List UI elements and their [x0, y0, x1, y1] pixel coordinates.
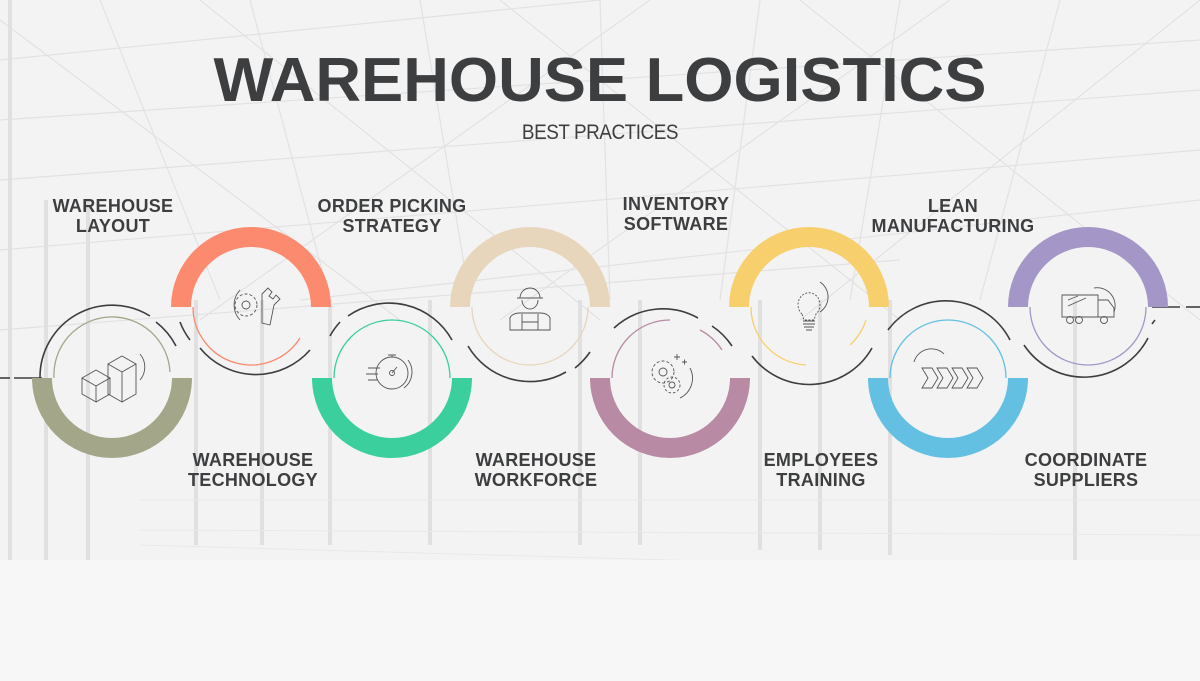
step-2-label: WAREHOUSE TECHNOLOGY — [187, 450, 318, 490]
step-7-label: LEAN MANUFACTURING — [871, 196, 1035, 236]
stopwatch-icon — [366, 354, 413, 390]
step-1-label: WAREHOUSE LAYOUT — [52, 196, 174, 236]
step-3-order-picking — [312, 302, 472, 458]
step-4-warehouse-workforce — [450, 227, 610, 383]
step-6-employees-training — [729, 227, 889, 386]
step-5-label: INVENTORY SOFTWARE — [622, 194, 730, 234]
step-2-warehouse-technology — [171, 227, 331, 376]
step-7-lean-manufacturing — [868, 300, 1028, 458]
step-8-label: COORDINATE SUPPLIERS — [1024, 450, 1148, 490]
worker-icon — [509, 287, 551, 331]
step-1-warehouse-layout — [32, 304, 192, 458]
gears-icon — [651, 354, 693, 399]
step-8-coordinate-suppliers — [1008, 227, 1168, 378]
step-5-inventory-software — [590, 308, 750, 458]
truck-icon — [1061, 287, 1116, 324]
lightbulb-icon — [797, 281, 829, 331]
step-4-label: WAREHOUSE WORKFORCE — [474, 450, 598, 490]
step-6-label: EMPLOYEES TRAINING — [763, 450, 879, 490]
page-title: WAREHOUSE LOGISTICS — [213, 46, 987, 115]
gear-wrench-icon — [233, 287, 281, 326]
page-subtitle: BEST PRACTICES — [521, 121, 679, 144]
chevrons-icon — [913, 348, 984, 389]
step-3-label: ORDER PICKING STRATEGY — [317, 196, 467, 236]
boxes-icon — [81, 353, 146, 403]
